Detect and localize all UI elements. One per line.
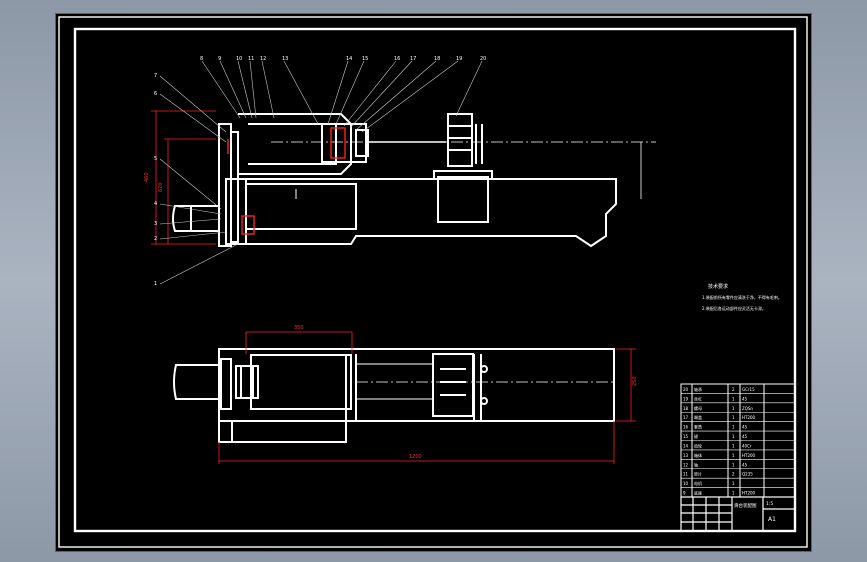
notes-title: 技术要求	[708, 283, 728, 290]
bom-cell: 键	[694, 433, 698, 439]
bom-cell: 齿轮	[694, 442, 702, 448]
part-number: 15	[362, 56, 368, 62]
bom-cell: 1	[732, 434, 735, 439]
part-number: 2	[154, 236, 157, 242]
bom-cell: 2	[732, 387, 735, 392]
bom-cell: HT200	[742, 453, 756, 458]
part-number: 13	[282, 56, 288, 62]
bom-cell: 17	[683, 415, 689, 420]
bom-cell: 45	[742, 434, 748, 439]
part-number: 16	[394, 56, 400, 62]
title-block	[680, 496, 796, 532]
title-block-sheet: A1	[768, 516, 776, 523]
bom-cell: 1	[732, 453, 735, 458]
part-number: 14	[346, 56, 352, 62]
notes-line-1: 1.装配前所有零件应清洗干净，不得有毛刺。	[702, 294, 782, 300]
bom-cell: ZQSn	[742, 406, 753, 411]
part-number: 12	[260, 56, 266, 62]
front-view-dimensions	[151, 110, 216, 245]
bom-cell: 轴承	[694, 386, 702, 392]
bom-cell: 电机	[694, 480, 702, 486]
part-number: 10	[236, 56, 242, 62]
part-numbers-left: 7 6 5 4 3 2 1	[154, 73, 157, 287]
bom-cell: 19	[683, 396, 689, 401]
bom-cell: 丝杠	[694, 395, 702, 401]
part-number: 11	[248, 56, 254, 62]
dim-plan-width: 250	[632, 376, 638, 386]
bom-cell: HT200	[742, 415, 756, 420]
part-number: 3	[154, 221, 157, 227]
bom-cell: 12	[683, 462, 689, 467]
bom-cell: 11	[683, 472, 689, 477]
dim-top-width: 620	[158, 182, 164, 192]
plan-view-dimensions	[218, 331, 636, 464]
bom-cell: 20	[683, 387, 689, 392]
leader-lines	[159, 60, 483, 285]
dim-plan-center: 350	[294, 325, 304, 331]
bom-cell: 套筒	[694, 424, 702, 430]
part-number: 6	[154, 91, 157, 97]
bom-cell: 10	[683, 481, 689, 486]
bom-cell: 40Cr	[742, 443, 752, 448]
part-number: 5	[154, 156, 157, 162]
cad-viewport[interactable]: 460 620 8 9	[55, 13, 812, 552]
bom-cell: 1	[732, 443, 735, 448]
outer-frame	[58, 16, 808, 548]
bom-cell: 9	[683, 491, 686, 496]
bom-cell: 16	[683, 425, 689, 430]
bom-cell: Q235	[742, 472, 753, 477]
bom-cell: 2	[732, 472, 735, 477]
bom-cell: 1	[732, 481, 735, 486]
bom-cell: GCr15	[742, 387, 755, 392]
part-number: 19	[456, 56, 462, 62]
bom-cell: 1	[732, 491, 735, 496]
part-number: 9	[218, 56, 221, 62]
bom-cell: 1	[732, 396, 735, 401]
bom-cell: 垫片	[694, 471, 702, 477]
front-view-red	[227, 127, 346, 235]
bom-cell: 15	[683, 434, 689, 439]
bom-cell: 底座	[694, 490, 702, 496]
notes-line-2: 2.装配后各运动部件应灵活无卡滞。	[702, 305, 766, 311]
part-number: 4	[154, 201, 157, 207]
technical-notes: 技术要求 1.装配前所有零件应清洗干净，不得有毛刺。 2.装配后各运动部件应灵活…	[702, 283, 782, 311]
bom-cell: 1	[732, 415, 735, 420]
assembly-drawing: 460 620 8 9	[58, 16, 808, 548]
bom-cell: 轴	[694, 461, 698, 467]
bom-cell: 45	[742, 396, 748, 401]
part-number: 18	[434, 56, 440, 62]
bom-cell: 45	[742, 425, 748, 430]
bom-cell: 45	[742, 462, 748, 467]
bom-cell: 18	[683, 406, 689, 411]
dim-top-height: 460	[144, 172, 150, 182]
bom-cell: 14	[683, 443, 689, 448]
bom-cell: 螺母	[694, 405, 702, 411]
bom-cell: 端盖	[694, 414, 702, 420]
bom-cell: 1	[732, 406, 735, 411]
title-block-name: 滑台装配图	[734, 502, 757, 509]
plan-view	[173, 348, 616, 443]
part-number: 20	[480, 56, 486, 62]
part-number: 8	[200, 56, 203, 62]
bom-cell: 1	[732, 462, 735, 467]
bom-cell: 1	[732, 425, 735, 430]
inner-frame	[73, 27, 797, 533]
front-view	[172, 113, 656, 248]
title-block-scale: 1:5	[766, 501, 773, 507]
part-number: 7	[154, 73, 157, 79]
bom-cell: 13	[683, 453, 689, 458]
bom-cell: HT200	[742, 491, 756, 496]
bom-cell: 箱体	[694, 452, 702, 458]
part-number: 1	[154, 281, 157, 287]
dim-plan-overall: 1200	[409, 454, 422, 460]
part-numbers-top: 8 9 10 11 12 13 14 15 16 17 18 19 20	[200, 56, 486, 62]
part-number: 17	[410, 56, 416, 62]
